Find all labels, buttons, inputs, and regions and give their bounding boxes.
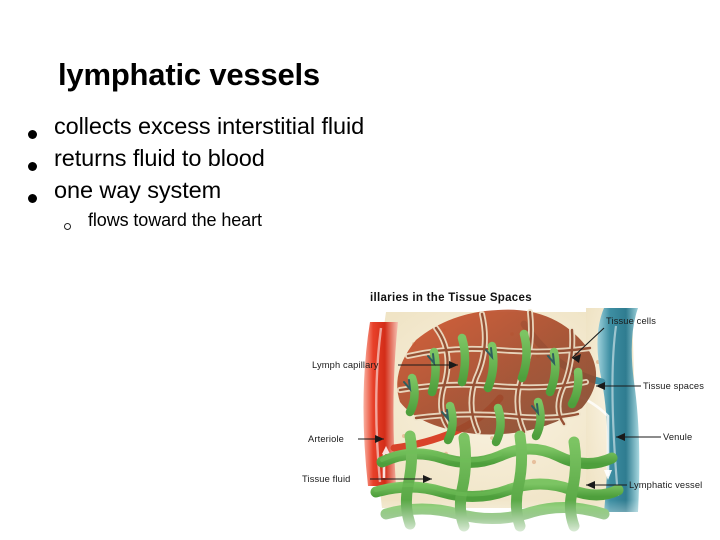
capillary-bed-diagram: illaries in the Tissue Spaces Tissue cel… (286, 286, 720, 540)
label-venule: Venule (663, 432, 693, 442)
list-item-sub: flows toward the heart (60, 208, 382, 234)
label-tissue-fluid: Tissue fluid (302, 474, 351, 484)
label-lymphatic-vessel: Lymphatic vessel (629, 480, 703, 490)
list-item: one way system (22, 176, 382, 206)
list-item-label: flows toward the heart (88, 210, 262, 230)
page-title: lymphatic vessels (58, 57, 320, 92)
bullet-disc-icon (22, 144, 54, 174)
list-item: collects excess interstitial fluid (22, 112, 382, 142)
label-tissue-spaces: Tissue spaces (643, 381, 705, 391)
label-lymph-capillary: Lymph capillary (312, 360, 379, 370)
list-item-label: one way system (54, 177, 222, 203)
list-item-label: collects excess interstitial fluid (54, 113, 365, 139)
lymph-capillaries (405, 329, 583, 447)
diagram-illustration (286, 308, 720, 540)
bullet-disc-icon (22, 176, 54, 206)
bullet-list: collects excess interstitial fluid retur… (22, 112, 382, 236)
label-arteriole: Arteriole (308, 434, 344, 444)
list-item-label: returns fluid to blood (54, 145, 265, 171)
label-leader-lines (358, 327, 661, 489)
label-tissue-cells: Tissue cells (606, 316, 657, 326)
list-item: returns fluid to blood (22, 144, 382, 174)
bullet-disc-icon (22, 112, 54, 142)
bullet-circle-icon (60, 208, 88, 234)
flow-arrow-icons (403, 347, 556, 423)
figure-caption: illaries in the Tissue Spaces (370, 292, 532, 304)
